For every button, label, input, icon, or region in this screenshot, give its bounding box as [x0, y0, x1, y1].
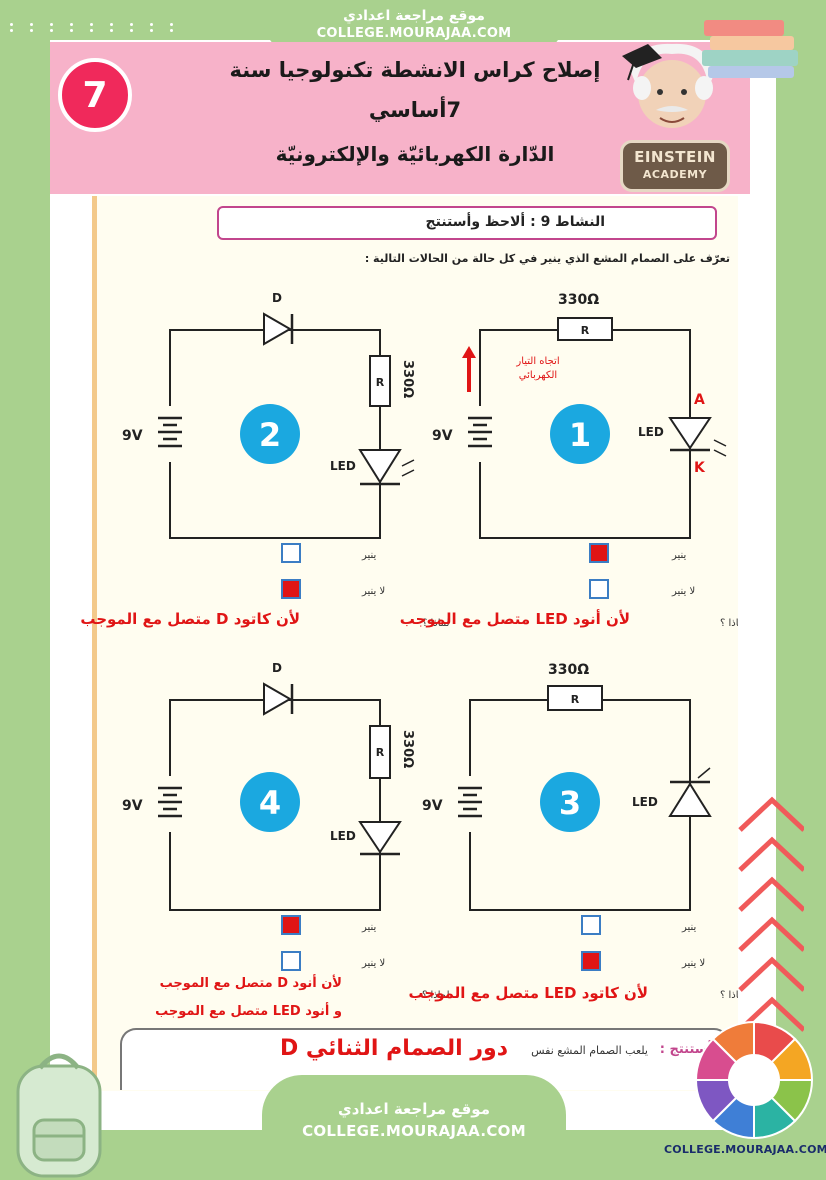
einstein-academy-logo: EINSTEIN ACADEMY — [620, 140, 730, 192]
circuit-4-answer-line2: و أنود LED متصل مع الموجب — [155, 1004, 342, 1019]
circuit-4-resistor-value: 330Ω — [400, 730, 415, 768]
circuit-3-checkbox-lights[interactable] — [581, 915, 601, 935]
circuit-3-battery: 9V — [422, 798, 443, 814]
circuit-2-battery: 9V — [122, 428, 143, 444]
circuit-2-resistor — [369, 355, 391, 407]
circuit-2-resistor-label: R — [376, 376, 385, 389]
footer-site-url: COLLEGE.MOURAJAA.COM — [664, 1143, 826, 1156]
bottom-site-banner: موقع مراجعة اعدادي COLLEGE.MOURAJAA.COM — [262, 1075, 566, 1169]
circuit-1-led-icon — [668, 417, 712, 450]
circuit-2-why: لماذا ؟ — [422, 618, 450, 629]
circuit-4-badge — [240, 772, 300, 832]
grade-badge: 7 — [58, 58, 132, 132]
circuit-2-led-icon — [358, 449, 402, 484]
circuit-3-no-light-label: لا ينير — [681, 958, 705, 969]
subjects-wheel-logo-icon — [694, 1020, 814, 1140]
decor-dots-left — [10, 0, 187, 55]
circuit-2-checkbox-lights[interactable] — [281, 543, 301, 563]
conclusion-label: أستنتج : — [659, 1042, 712, 1057]
circuit-1-resistor-value: 330Ω — [558, 292, 599, 308]
circuit-4-checkbox-lights[interactable] — [281, 915, 301, 935]
conclusion-answer: دور الصمام الثنائي D — [279, 1036, 508, 1061]
activity-title: النشاط 9 : ألاحظ وأستنتج — [425, 214, 605, 230]
current-note-line1: اتجاه التيار — [515, 356, 559, 367]
circuit-4-battery: 9V — [122, 798, 143, 814]
worksheet-scan: النشاط 9 : ألاحظ وأستنتج تعرّف على الصما… — [92, 196, 738, 1091]
circuit-4-led-label: LED — [330, 829, 356, 843]
circuit-1-resistor-label: R — [581, 324, 590, 337]
instruction-text: تعرّف على الصمام المشع الذي ينير في كل ح… — [364, 252, 730, 265]
header-title-line2: 7أساسي — [368, 98, 462, 122]
circuit-4-diode-label: D — [272, 661, 282, 675]
circuit-3-lights-label: ينير — [681, 922, 697, 933]
circuit-1-lights-label: ينير — [671, 550, 687, 561]
circuit-1-checkbox-lights[interactable] — [589, 543, 609, 563]
circuit-3-why: لماذا ؟ — [720, 990, 738, 1001]
circuit-3-resistor — [547, 685, 603, 711]
circuit-2-diode-label: D — [272, 291, 282, 305]
circuit-1-why: لماذا ؟ — [720, 618, 738, 629]
header-title-line1: إصلاح كراس الانشطة تكنولوجيا سنة — [229, 58, 601, 82]
top-site-arabic: موقع مراجعة اعدادي — [343, 8, 485, 24]
circuit-4-number: 4 — [259, 784, 281, 822]
circuit-1-resistor — [557, 317, 613, 341]
bottom-site-url: COLLEGE.MOURAJAA.COM — [302, 1122, 526, 1140]
chevron-decor-icon — [738, 796, 804, 1032]
circuit-4-checkbox-no-light[interactable] — [281, 951, 301, 971]
circuit-4-no-light-label: لا ينير — [361, 958, 385, 969]
bottom-site-arabic: موقع مراجعة اعدادي — [338, 1100, 490, 1118]
circuit-1-anode-label: A — [694, 392, 705, 408]
circuit-2 — [156, 312, 415, 539]
circuit-2-diode-icon — [263, 312, 293, 346]
circuit-2-resistor-value: 330Ω — [400, 360, 415, 398]
logo-line1: EINSTEIN — [634, 148, 716, 166]
circuit-4-resistor — [369, 725, 391, 779]
circuit-1-answer: لأن أنود LED متصل مع الموجب — [399, 610, 630, 628]
circuit-4-diode-icon — [263, 682, 293, 716]
circuit-1-led-label: LED — [638, 425, 664, 439]
circuit-4-answer-line1: لأن أنود D متصل مع الموجب — [159, 976, 342, 991]
circuit-3-resistor-label: R — [571, 693, 580, 706]
circuit-3-number: 3 — [559, 784, 581, 822]
circuit-3-led-icon — [668, 782, 712, 817]
circuit-2-checkbox-no-light[interactable] — [281, 579, 301, 599]
circuit-2-answer: لأن كاتود D متصل مع الموجب — [80, 610, 300, 628]
einstein-mascot-icon — [622, 43, 714, 128]
conclusion-text: يلعب الصمام المشع نفس — [531, 1044, 648, 1057]
circuit-1-checkbox-no-light[interactable] — [589, 579, 609, 599]
circuit-4-resistor-label: R — [376, 746, 385, 759]
circuit-3-led-label: LED — [632, 795, 658, 809]
circuit-2-lights-label: ينير — [361, 550, 377, 561]
circuit-3-checkbox-no-light[interactable] — [581, 951, 601, 971]
header-title-line3: الدّارة الكهربائيّة والإلكترونيّة — [275, 142, 555, 166]
top-site-url: COLLEGE.MOURAJAA.COM — [316, 26, 512, 41]
circuit-1-no-light-label: لا ينير — [671, 586, 695, 597]
logo-line2: ACADEMY — [642, 168, 708, 181]
circuit-1-badge — [550, 404, 610, 464]
circuit-2-badge — [240, 404, 300, 464]
backpack-icon — [16, 1053, 102, 1178]
circuit-2-no-light-label: لا ينير — [361, 586, 385, 597]
circuit-4-led-icon — [358, 821, 402, 854]
circuit-3-answer: لأن كاتود LED متصل مع الموجب — [408, 984, 648, 1002]
circuit-1-battery: 9V — [432, 428, 453, 444]
circuit-1-cathode-label: K — [694, 460, 706, 476]
current-note-line2: الكهربائي — [519, 370, 557, 381]
circuit-1 — [462, 317, 727, 539]
circuit-3 — [456, 685, 712, 911]
circuit-2-number: 2 — [259, 416, 281, 454]
activity-banner: النشاط 9 : ألاحظ وأستنتج — [217, 206, 717, 240]
circuit-4-lights-label: ينير — [361, 922, 377, 933]
circuit-3-resistor-value: 330Ω — [548, 662, 589, 678]
books-stack-icon — [702, 20, 798, 78]
circuit-1-number: 1 — [569, 416, 591, 454]
circuit-2-led-label: LED — [330, 459, 356, 473]
circuits-drawing: 1 2 3 4 9V 9V 9V 9V 330Ω R 330Ω R R R 33… — [122, 291, 738, 1001]
circuit-4-why: لماذا ؟ — [422, 990, 450, 1001]
circuit-4 — [156, 682, 402, 911]
circuit-3-badge — [540, 772, 600, 832]
